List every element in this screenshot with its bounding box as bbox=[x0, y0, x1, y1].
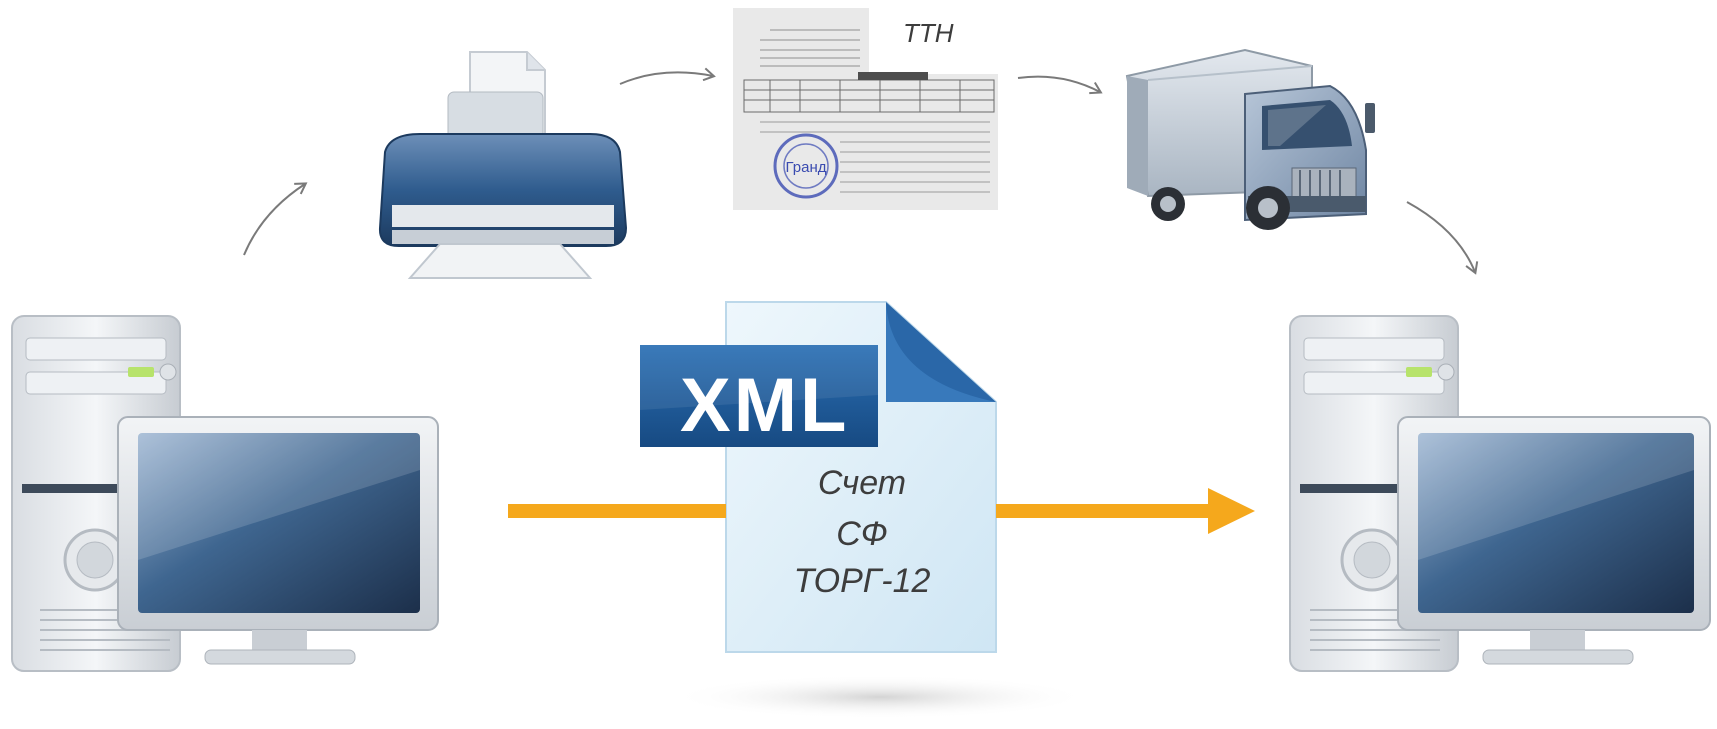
waybill-label: ТТН bbox=[903, 18, 954, 48]
xml-badge-label: XML bbox=[680, 363, 850, 448]
xml-badge bbox=[640, 345, 878, 447]
doc-line-torg12: ТОРГ-12 bbox=[793, 562, 931, 600]
file-shadow bbox=[670, 675, 1090, 719]
doc-line-invoice: Счет bbox=[817, 464, 907, 502]
truck-icon bbox=[1125, 48, 1375, 230]
right-computer-icon bbox=[1289, 315, 1711, 672]
stamp-icon: Гранд bbox=[773, 133, 839, 199]
transfer-arrow bbox=[508, 488, 1255, 534]
arrow-computer-to-printer bbox=[243, 182, 308, 256]
arrow-printer-to-waybill bbox=[619, 67, 716, 85]
stamp-text: Гранд bbox=[785, 159, 826, 176]
waybill-document-icon: Гранд bbox=[733, 8, 998, 210]
left-computer-icon bbox=[11, 315, 439, 672]
printer-icon bbox=[378, 51, 628, 279]
arrow-waybill-to-truck bbox=[1017, 75, 1103, 95]
xml-file-icon bbox=[640, 301, 1090, 719]
arrow-truck-to-computer bbox=[1406, 201, 1479, 275]
doc-line-vat-invoice: СФ bbox=[836, 515, 888, 553]
